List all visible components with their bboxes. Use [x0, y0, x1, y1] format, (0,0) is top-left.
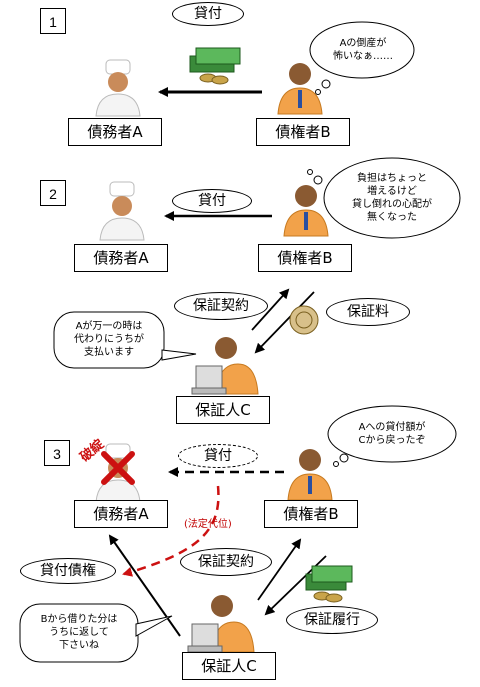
creditor-figure-step1	[277, 63, 323, 115]
creditor-figure-step3	[287, 449, 333, 501]
debtor-box-step2: 債務者A	[74, 244, 168, 272]
subrogation-label: (法定代位)	[184, 519, 232, 530]
money-icon-step1	[189, 47, 241, 85]
loan-label-step2: 貸付	[172, 189, 252, 213]
step-2-number: 2	[40, 180, 66, 206]
guarantee-contract-label-step3: 保証契約	[180, 548, 272, 576]
guarantor-box-step2: 保証人C	[176, 396, 270, 424]
debtor-figure-step1	[95, 59, 141, 117]
loan-label-step3: 貸付	[178, 444, 258, 468]
debtor-box-step1: 債務者A	[68, 118, 162, 146]
coin-icon-step2	[289, 305, 319, 335]
loan-label-step1: 貸付	[172, 2, 244, 26]
creditor-box-step1: 債権者B	[256, 118, 350, 146]
creditor-thought-step3: Aへの貸付額が Cから戻ったぞ	[358, 422, 426, 446]
speech-bubble-step2	[53, 311, 165, 369]
creditor-box-step2: 債権者B	[258, 244, 352, 272]
thought-cloud-step3	[327, 405, 457, 463]
debtor-figure-step3	[95, 443, 141, 503]
thought-cloud-step1	[309, 21, 415, 79]
guarantor-box-step3: 保証人C	[182, 652, 276, 680]
step-1-number: 1	[40, 8, 66, 34]
guarantee-performance-label: 保証履行	[286, 606, 378, 634]
creditor-thought-step2: 負担はちょっと 増えるけど 貸し倒れの心配が 無くなった	[352, 173, 432, 223]
debtor-box-step3: 債務者A	[74, 500, 168, 528]
step-3-number: 3	[44, 440, 70, 466]
creditor-box-step3: 債権者B	[264, 500, 358, 528]
loan-claim-label: 貸付債権	[20, 558, 116, 584]
guarantor-figure-step2	[191, 337, 259, 395]
thought-cloud-step2	[323, 157, 461, 239]
guarantee-fee-label: 保証料	[326, 298, 410, 326]
money-icon-step3	[305, 565, 353, 603]
guarantee-contract-label-step2: 保証契約	[174, 292, 268, 320]
creditor-thought-step1: Aの倒産が 怖いなぁ……	[333, 38, 393, 62]
guarantor-figure-step3	[187, 595, 255, 653]
guarantor-speech-step2: Aが万一の時は 代わりにうちが 支払います	[74, 321, 144, 358]
guarantor-speech-step3: Bから借りた分は うちに返して 下さいね	[40, 614, 118, 651]
creditor-figure-step2	[283, 185, 329, 237]
debtor-figure-step2	[99, 181, 145, 241]
